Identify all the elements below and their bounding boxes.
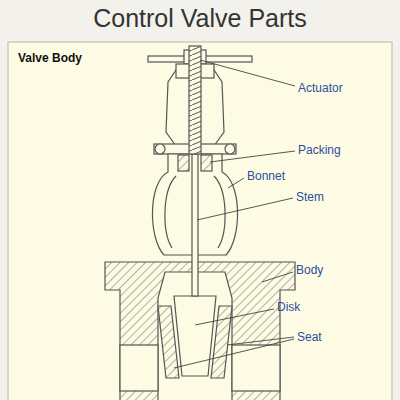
leader-line bbox=[200, 60, 295, 86]
stem bbox=[192, 154, 198, 296]
leader-line bbox=[197, 198, 293, 220]
threaded-stem bbox=[189, 46, 201, 154]
panel bbox=[8, 42, 392, 400]
part-label: Bonnet bbox=[247, 169, 285, 183]
part-label: Body bbox=[296, 263, 323, 277]
valve-body bbox=[105, 262, 295, 400]
bolt bbox=[225, 144, 235, 154]
disk bbox=[174, 296, 216, 376]
part-label: Stem bbox=[296, 190, 324, 204]
leader-line bbox=[174, 339, 294, 368]
part-label: Seat bbox=[297, 330, 322, 344]
packing bbox=[178, 155, 189, 171]
inlet-port bbox=[120, 345, 158, 391]
leader-line bbox=[228, 178, 244, 188]
part-label: Disk bbox=[277, 300, 300, 314]
part-label: Actuator bbox=[298, 81, 343, 95]
leader-line bbox=[262, 272, 293, 282]
page-title: Control Valve Parts bbox=[0, 4, 400, 33]
leader-lines bbox=[174, 60, 295, 368]
leader-line bbox=[195, 309, 274, 325]
bolt bbox=[155, 144, 165, 154]
part-label: Packing bbox=[298, 143, 341, 157]
leader-line bbox=[210, 151, 295, 162]
packing bbox=[201, 155, 212, 171]
section-heading: Valve Body bbox=[18, 51, 82, 65]
